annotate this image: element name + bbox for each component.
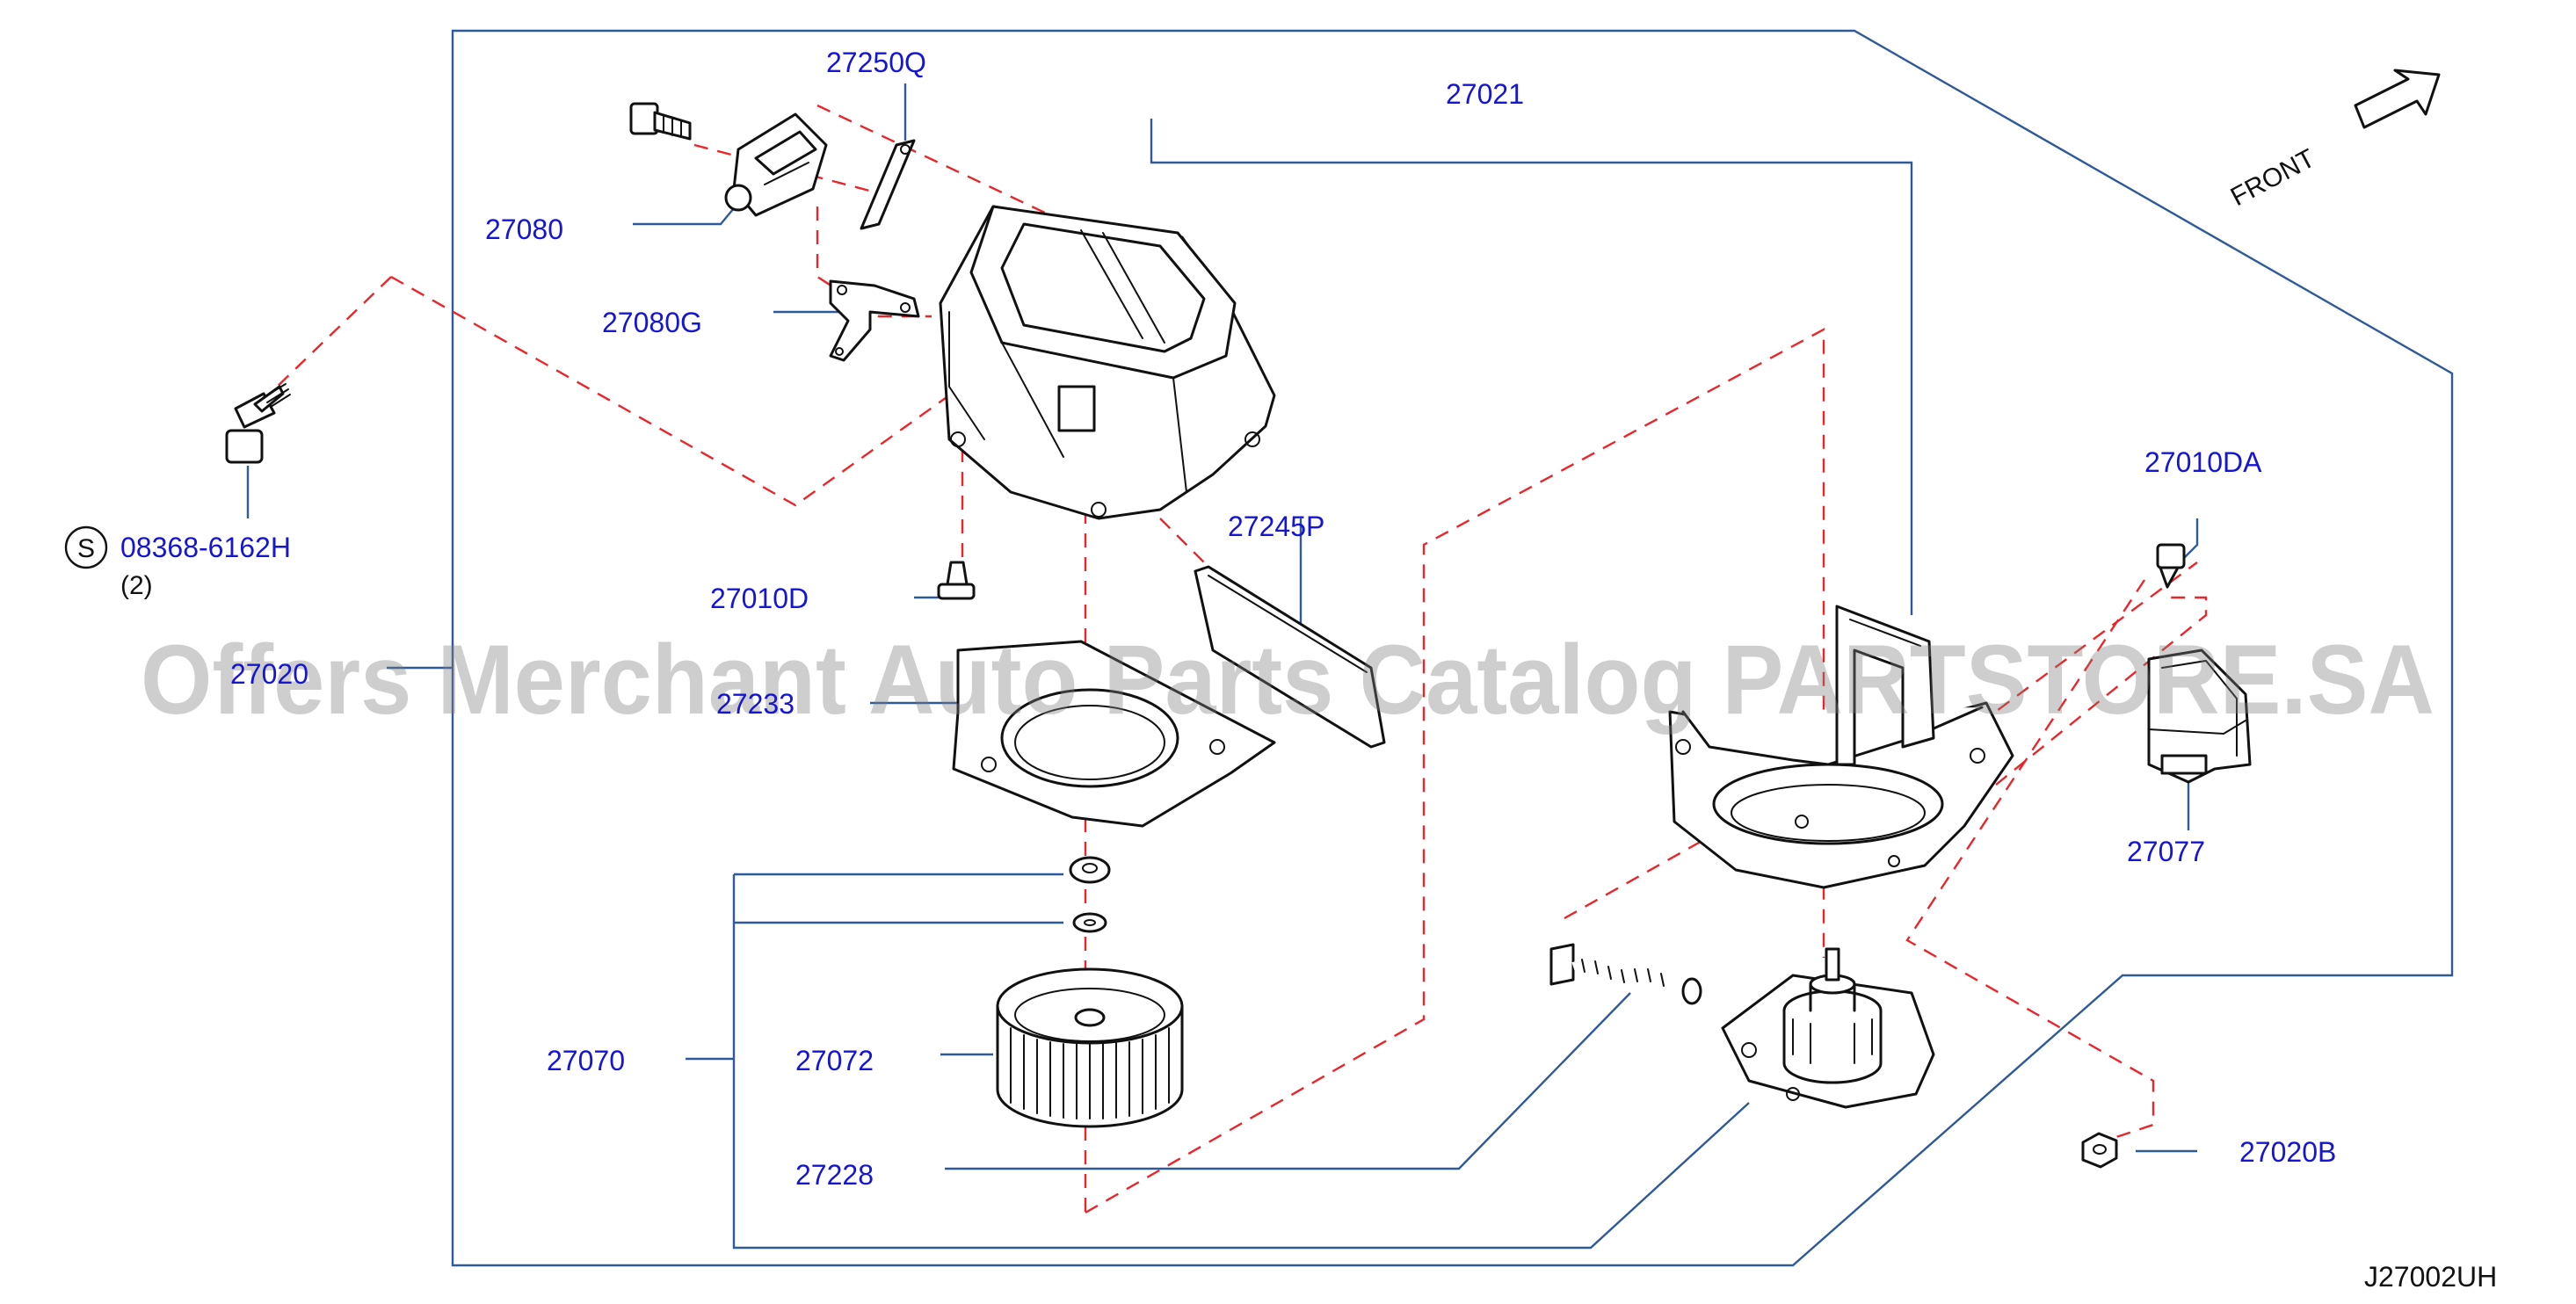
label-27233[interactable]: 27233 (716, 688, 795, 720)
label-27080[interactable]: 27080 (485, 214, 563, 245)
door-link-rod (860, 139, 916, 230)
blower-resistor (2147, 648, 2252, 784)
standard-part-prefix: S (77, 534, 95, 563)
intake-door-actuator (724, 112, 828, 217)
standard-part-symbol (64, 525, 108, 569)
front-arrow-icon (2354, 69, 2441, 129)
fan-washer (1072, 912, 1107, 933)
gasket (952, 640, 1276, 828)
diagram-id: J27002UH (2364, 1261, 2497, 1293)
motor-wire-harness (1549, 943, 1702, 1005)
flange-bolt (225, 383, 291, 464)
label-27010da[interactable]: 27010DA (2144, 446, 2262, 478)
label-27228[interactable]: 27228 (795, 1159, 874, 1191)
leader-lines (246, 83, 2199, 1250)
label-27020b[interactable]: 27020B (2239, 1136, 2336, 1168)
cabin-filter (1194, 565, 1386, 749)
label-27070[interactable]: 27070 (547, 1045, 625, 1076)
fan-nut (1069, 856, 1111, 884)
assembly-outline (451, 29, 2454, 1267)
actuator-bracket (829, 279, 920, 362)
blower-fan (996, 967, 1184, 1128)
tapping-screw (937, 561, 976, 600)
intake-housing-upper (939, 205, 1276, 520)
housing-screw (2156, 543, 2186, 589)
blower-motor (1721, 947, 1935, 1109)
blower-housing-lower (1668, 605, 2014, 889)
label-27077[interactable]: 27077 (2127, 836, 2205, 867)
label-27072[interactable]: 27072 (795, 1045, 874, 1076)
label-27250q[interactable]: 27250Q (826, 47, 926, 78)
bolt-quantity: (2) (120, 571, 153, 600)
label-27010d[interactable]: 27010D (710, 583, 809, 614)
label-27021[interactable]: 27021 (1446, 78, 1524, 110)
housing-nut (2081, 1132, 2118, 1169)
label-27080g[interactable]: 27080G (602, 307, 702, 338)
label-27020[interactable]: 27020 (230, 658, 308, 690)
front-label: FRONT (2226, 144, 2320, 213)
label-08368-6162h[interactable]: 08368-6162H (120, 532, 291, 563)
label-27245p[interactable]: 27245P (1228, 511, 1324, 542)
watermark-text: Offers Merchant Auto Parts Catalog PARTS… (141, 625, 2435, 735)
actuator-screw (629, 102, 692, 141)
